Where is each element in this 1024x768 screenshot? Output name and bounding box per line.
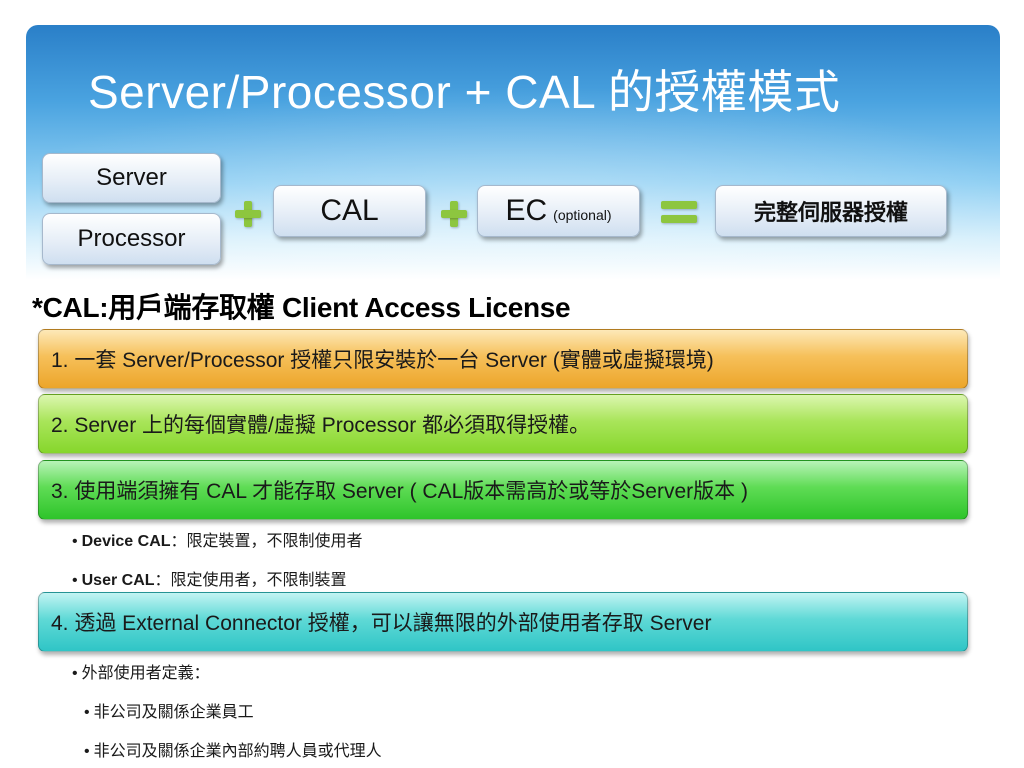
rule-item-text: 3. 使用端須擁有 CAL 才能存取 Server ( CAL版本需高於或等於S… [51, 480, 748, 503]
bullet-dot: • [72, 533, 78, 550]
external-2-text: 非公司及關係企業內部約聘人員或代理人 [93, 743, 382, 760]
cal-definition-heading: *CAL:用戶端存取權 Client Access License [32, 286, 571, 326]
external-definition-text: 外部使用者定義： [81, 665, 210, 682]
equals-icon [661, 201, 697, 225]
bullet-device-cal: •Device CAL：限定裝置，不限制使用者 [72, 527, 363, 551]
bullet-external-1: •非公司及關係企業員工 [84, 698, 254, 722]
ec-label: EC [505, 194, 548, 227]
server-box: Server [42, 153, 221, 203]
bullet-dot: • [72, 665, 78, 682]
rule-item-2: 2. Server 上的每個實體/虛擬 Processor 都必須取得授權。 [38, 394, 968, 454]
rule-item-1: 1. 一套 Server/Processor 授權只限安裝於一台 Server … [38, 329, 968, 389]
external-1-text: 非公司及關係企業員工 [93, 704, 254, 721]
full-license-box: 完整伺服器授權 [715, 185, 947, 237]
rule-item-text: 2. Server 上的每個實體/虛擬 Processor 都必須取得授權。 [51, 414, 591, 437]
rule-item-3: 3. 使用端須擁有 CAL 才能存取 Server ( CAL版本需高於或等於S… [38, 460, 968, 520]
slide-title: Server/Processor + CAL 的授權模式 [88, 66, 841, 118]
bullet-user-cal: •User CAL：限定使用者，不限制裝置 [72, 566, 347, 590]
processor-box: Processor [42, 213, 221, 265]
cal-label: CAL [320, 194, 379, 227]
rule-item-text: 1. 一套 Server/Processor 授權只限安裝於一台 Server … [51, 349, 714, 372]
server-label: Server [96, 164, 167, 191]
bullet-external-definition: •外部使用者定義： [72, 659, 210, 683]
plus-icon [235, 201, 261, 227]
plus-icon [441, 201, 467, 227]
bullet-external-2: •非公司及關係企業內部約聘人員或代理人 [84, 737, 382, 761]
device-cal-desc: ：限定裝置，不限制使用者 [170, 533, 363, 550]
ec-box: EC (optional) [477, 185, 640, 237]
bullet-dot: • [84, 743, 90, 760]
cal-box: CAL [273, 185, 426, 237]
user-cal-desc: ：限定使用者，不限制裝置 [154, 572, 347, 589]
cal-chinese-name: 用戶端存取權 [108, 291, 275, 324]
cal-prefix: *CAL: [32, 292, 109, 323]
processor-label: Processor [77, 225, 186, 252]
rule-item-text: 4. 透過 External Connector 授權，可以讓無限的外部使用者存… [51, 612, 712, 635]
bullet-dot: • [72, 572, 78, 589]
bullet-dot: • [84, 704, 90, 721]
full-license-label: 完整伺服器授權 [753, 200, 908, 225]
user-cal-term: User CAL [81, 572, 155, 589]
cal-english-name: Client Access License [274, 292, 571, 323]
rule-item-4: 4. 透過 External Connector 授權，可以讓無限的外部使用者存… [38, 592, 968, 652]
device-cal-term: Device CAL [81, 533, 171, 550]
ec-optional-note: (optional) [553, 207, 612, 223]
